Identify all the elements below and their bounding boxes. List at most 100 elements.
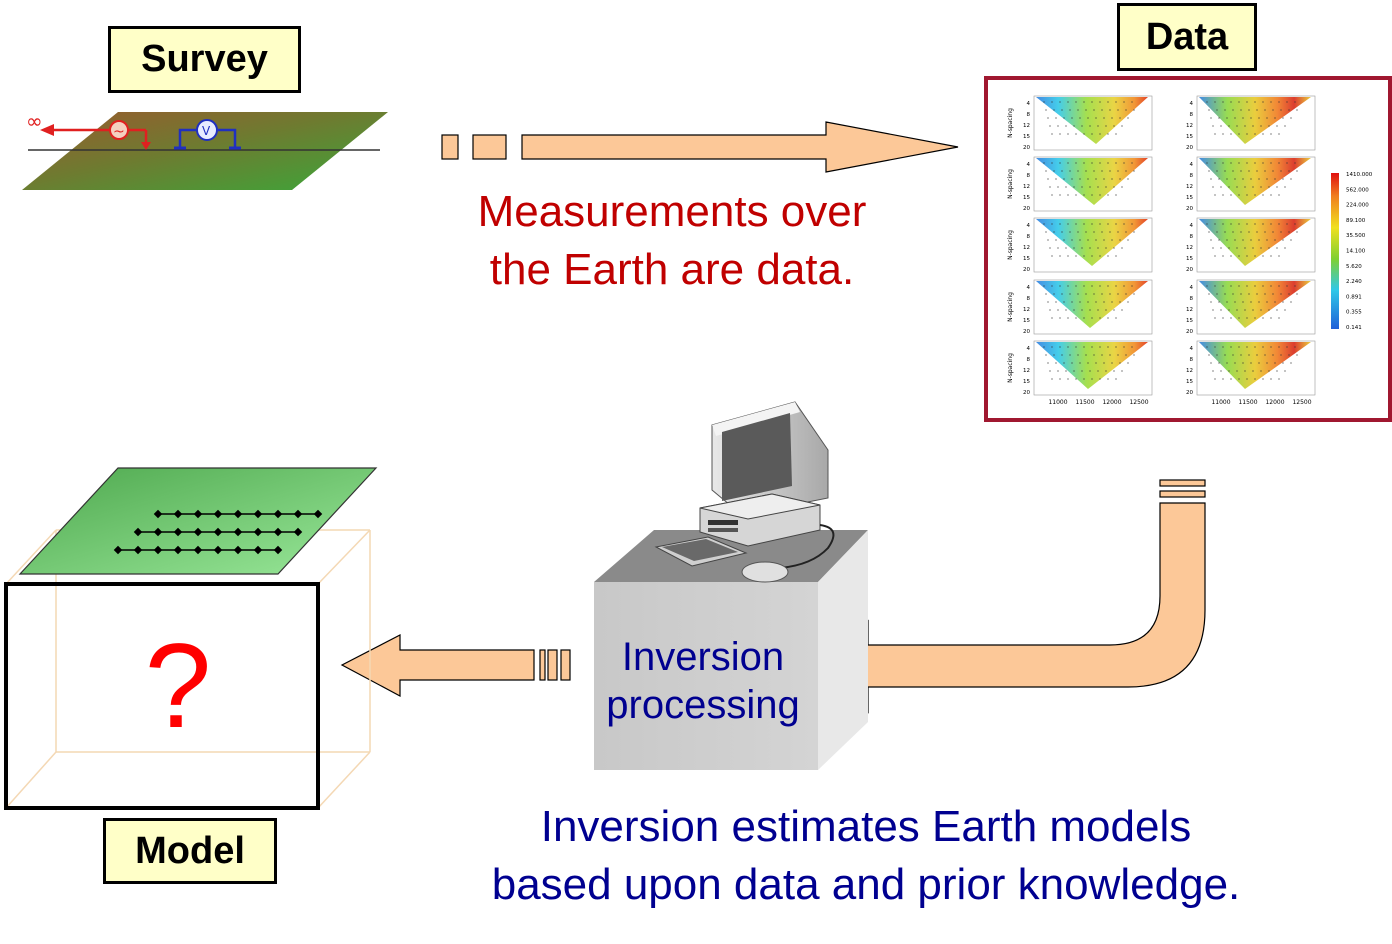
- source-symbol: ~: [113, 124, 125, 140]
- panel-ytick: 8: [1190, 173, 1194, 179]
- measurement-caption-line2: the Earth are data.: [489, 245, 855, 294]
- panel-ytick: 15: [1023, 318, 1030, 324]
- panel-ytick: 20: [1023, 267, 1030, 273]
- panel-ytick: 8: [1027, 112, 1031, 118]
- voltmeter-symbol: V: [202, 124, 211, 138]
- data-frame: N-spacing4812152048121520N-spacing481215…: [984, 76, 1392, 422]
- colorbar-tick: 89.100: [1346, 218, 1366, 224]
- electrode-marker: [313, 509, 323, 519]
- voltmeter-icon: [174, 119, 241, 150]
- panel-ylabel: N-spacing: [1007, 169, 1014, 199]
- panel-ytick: 4: [1027, 101, 1031, 107]
- panel-ytick: 4: [1027, 223, 1031, 229]
- panel-xtick: 12500: [1292, 399, 1311, 406]
- data-to-inversion-arrow: [829, 479, 1206, 714]
- electrode-marker: [293, 527, 303, 537]
- panel-ytick: 12: [1186, 123, 1193, 129]
- panel-ytick: 4: [1190, 101, 1194, 107]
- panel-ytick: 20: [1186, 267, 1193, 273]
- colorbar-tick: 0.891: [1346, 294, 1362, 300]
- panel-ylabel: N-spacing: [1007, 353, 1014, 383]
- inversion-label-line1: Inversion: [622, 635, 784, 679]
- panel-ytick: 20: [1023, 329, 1030, 335]
- bottom-caption: Inversion estimates Earth models based u…: [400, 798, 1332, 914]
- infinity-symbol: ∞: [26, 109, 43, 133]
- panel-ytick: 12: [1186, 184, 1193, 190]
- survey-to-data-arrow: [441, 121, 959, 173]
- panel-ytick: 4: [1027, 162, 1031, 168]
- data-label: Data: [1117, 3, 1257, 71]
- colorbar-tick: 5.620: [1346, 264, 1362, 270]
- model-label: Model: [103, 818, 277, 884]
- panel-ytick: 20: [1186, 145, 1193, 151]
- panel-ytick: 8: [1027, 173, 1031, 179]
- panel-ytick: 15: [1186, 318, 1193, 324]
- panel-ytick: 8: [1190, 112, 1194, 118]
- measurement-caption: Measurements over the Earth are data.: [432, 183, 912, 299]
- panel-ytick: 4: [1190, 285, 1194, 291]
- model-section: [4, 467, 378, 810]
- panel-ytick: 8: [1190, 234, 1194, 240]
- colorbar-tick: 2.240: [1346, 279, 1362, 285]
- panel-ytick: 4: [1027, 346, 1031, 352]
- survey-label: Survey: [108, 26, 301, 93]
- current-source-icon: [40, 120, 151, 150]
- panel-ytick: 20: [1186, 390, 1193, 396]
- panel-ytick: 20: [1186, 206, 1193, 212]
- panel-ytick: 4: [1190, 223, 1194, 229]
- colorbar-tick: 224.000: [1346, 203, 1369, 209]
- panel-ytick: 20: [1023, 206, 1030, 212]
- data-panel: N-spacing 4 8 12 15 20: [1007, 156, 1153, 212]
- electrode-marker: [273, 527, 283, 537]
- panel-xtick: 11500: [1238, 399, 1257, 406]
- electrode-marker: [273, 509, 283, 519]
- panel-ytick: 15: [1186, 195, 1193, 201]
- unknown-model-symbol: ?: [145, 619, 212, 753]
- inversion-label-line2: processing: [606, 683, 799, 727]
- panel-ytick: 8: [1027, 234, 1031, 240]
- colorbar-tick: 14.100: [1346, 249, 1366, 255]
- survey-section: ∞ ~ V: [22, 109, 388, 190]
- measurement-caption-line1: Measurements over: [477, 187, 867, 236]
- panel-ytick: 15: [1023, 379, 1030, 385]
- colorbar-tick: 0.355: [1346, 310, 1362, 316]
- box-side: [818, 530, 868, 770]
- panel-ytick: 12: [1023, 368, 1030, 374]
- model-surface-plane: [18, 467, 378, 575]
- panel-ytick: 15: [1023, 195, 1030, 201]
- panel-xtick: 11000: [1048, 399, 1067, 406]
- colorbar: [1331, 173, 1339, 329]
- panel-ytick: 15: [1186, 379, 1193, 385]
- panel-xtick: 12000: [1265, 399, 1284, 406]
- bottom-caption-line2: based upon data and prior knowledge.: [491, 860, 1241, 909]
- electrode-marker: [293, 509, 303, 519]
- electrode-lines: [113, 509, 323, 555]
- computer-icon: [654, 401, 835, 583]
- model-unknown-box: [4, 582, 320, 810]
- panel-ytick: 8: [1027, 357, 1031, 363]
- panel-ytick: 8: [1190, 357, 1194, 363]
- panel-ytick: 12: [1023, 184, 1030, 190]
- panel-xtick: 11500: [1075, 399, 1094, 406]
- panel-ytick: 15: [1186, 256, 1193, 262]
- panel-xtick: 12000: [1102, 399, 1121, 406]
- data-panels: N-spacing4812152048121520N-spacing481215…: [1007, 95, 1373, 406]
- panel-xtick: 11000: [1211, 399, 1230, 406]
- panel-ytick: 4: [1027, 285, 1031, 291]
- electrode-marker: [253, 509, 263, 519]
- panel-ytick: 20: [1186, 329, 1193, 335]
- panel-ytick: 15: [1023, 256, 1030, 262]
- panel-ylabel: N-spacing: [1007, 292, 1014, 322]
- panel-ytick: 12: [1023, 245, 1030, 251]
- colorbar-tick: 35.500: [1346, 233, 1366, 239]
